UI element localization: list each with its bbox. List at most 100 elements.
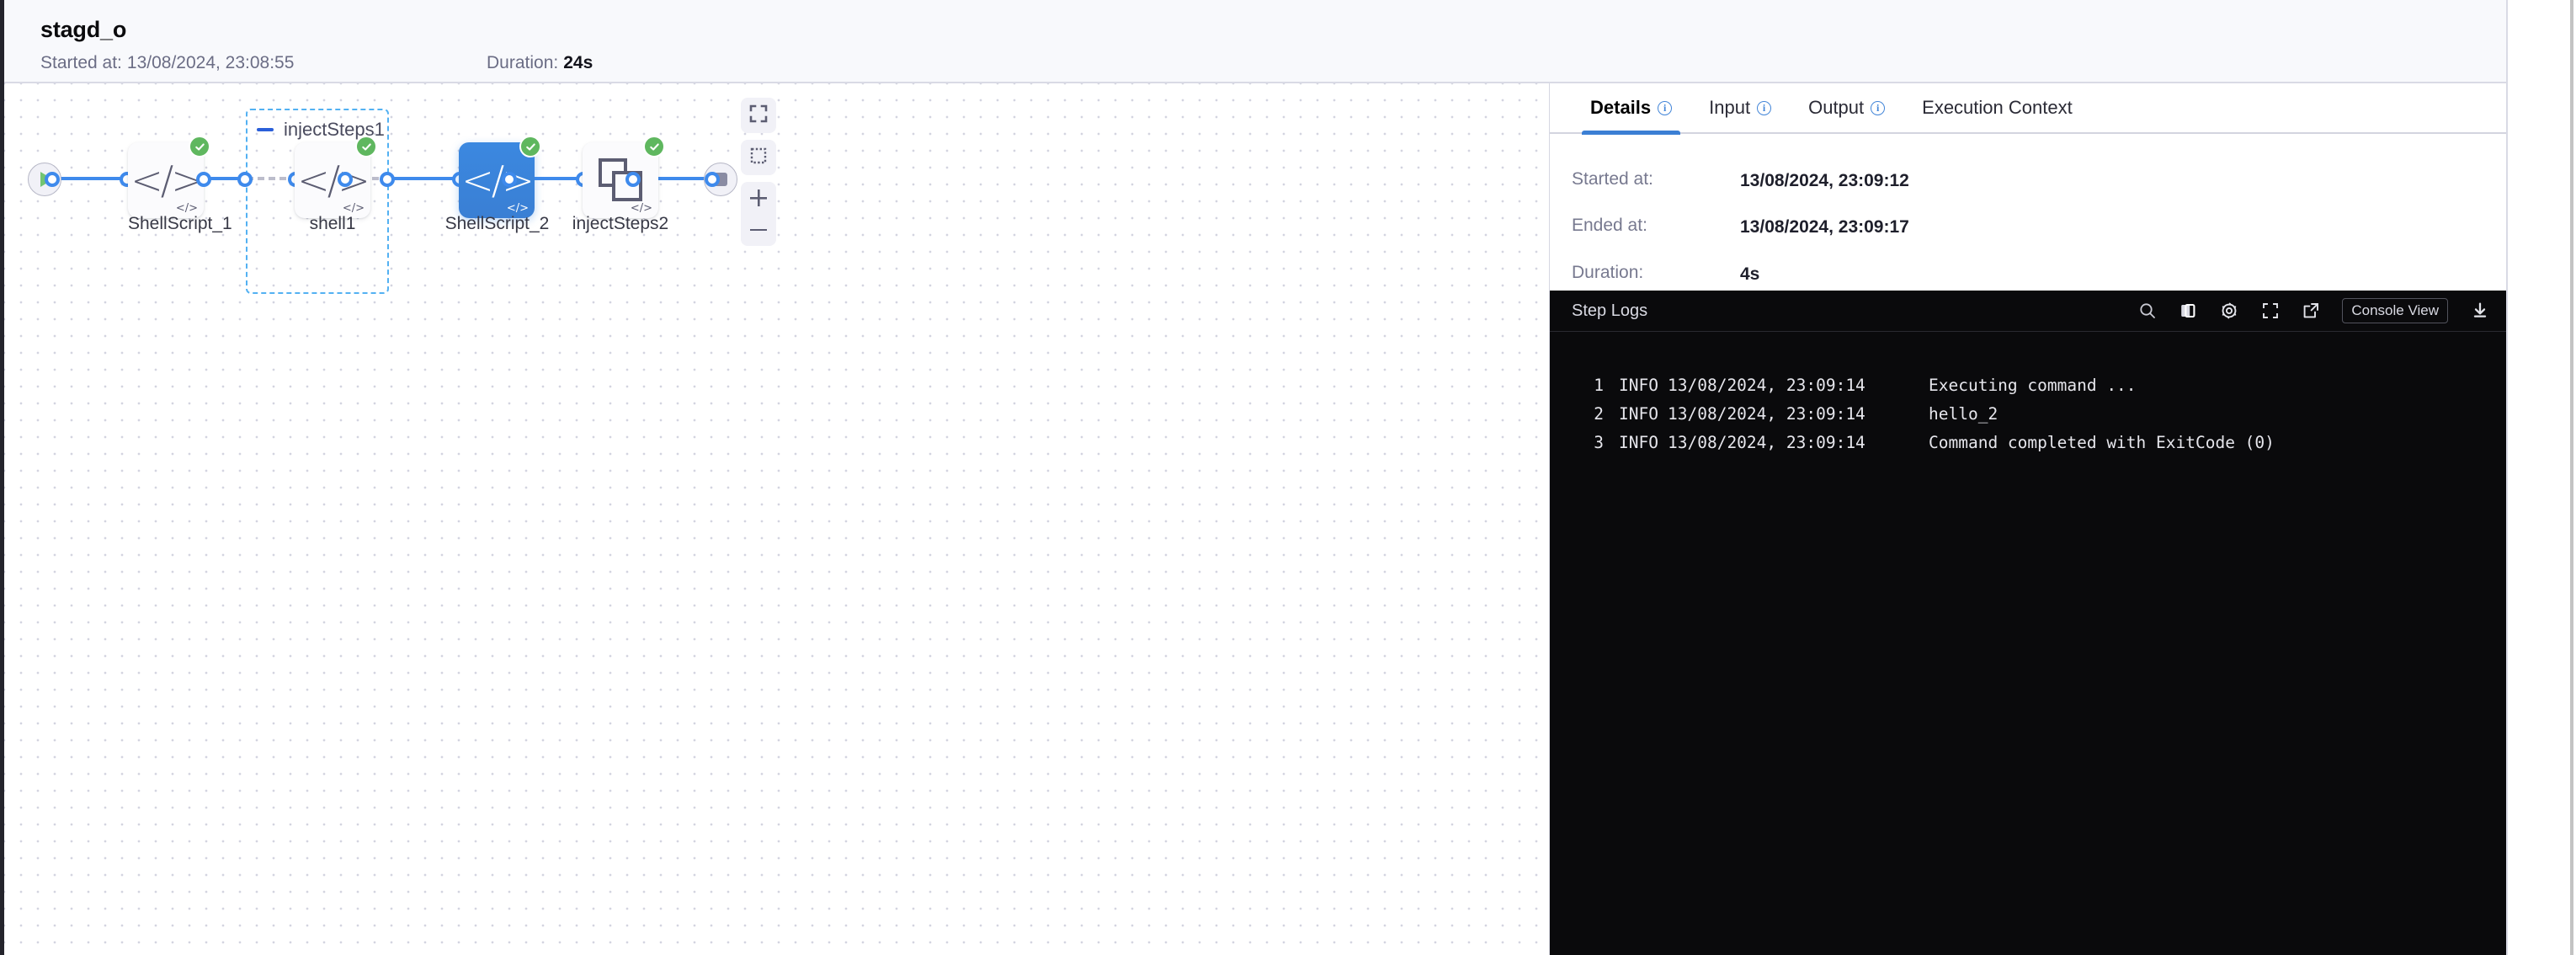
detail-row-ended-at: Ended at: 13/08/2024, 23:09:17: [1572, 216, 2506, 239]
node-injectsteps2[interactable]: </>: [583, 136, 665, 218]
tab-details[interactable]: Details i: [1572, 83, 1690, 135]
detail-row-started-at: Started at: 13/08/2024, 23:09:12: [1572, 169, 2506, 193]
node-shell1[interactable]: </> </>: [295, 136, 377, 218]
edge-group-to-shellscript2: [386, 177, 470, 180]
detail-label-duration: Duration:: [1572, 262, 1644, 282]
status-badge-success: [643, 136, 665, 157]
node-label-shellscript2: ShellScript_2: [444, 214, 550, 233]
log-timestamp: 13/08/2024, 23:09:14: [1668, 433, 1865, 452]
log-line-number: 1: [1594, 376, 1604, 395]
edge-start-to-shellscript1: [51, 177, 143, 180]
fit-to-screen-button[interactable]: [741, 98, 776, 133]
port-shell1-out: [338, 172, 353, 187]
port-group-in: [237, 172, 253, 187]
pipeline-canvas[interactable]: injectSteps1 </> </> ShellScript_1 </> <…: [4, 83, 1549, 955]
edge-injectsteps2-to-end: [629, 177, 713, 180]
tab-execution-context-label: Execution Context: [1922, 97, 2073, 118]
duration-value: 24s: [563, 53, 593, 72]
detail-value-duration: 4s: [1740, 264, 1760, 284]
tab-output-label: Output: [1808, 97, 1865, 118]
code-corner-icon: </>: [630, 202, 652, 215]
info-icon[interactable]: i: [1658, 100, 1673, 115]
started-at-label: Started at:: [40, 53, 122, 72]
window-left-edge: [0, 0, 4, 955]
started-at-meta: Started at: 13/08/2024, 23:08:55: [40, 53, 294, 73]
step-group-header[interactable]: injectSteps1: [257, 119, 385, 141]
node-label-shell1: shell1: [309, 214, 356, 233]
selection-box-button[interactable]: [741, 140, 776, 175]
page-title: stagd_o: [40, 17, 127, 42]
port-shellscript2-out: [502, 172, 517, 187]
tab-output[interactable]: Output i: [1790, 83, 1903, 133]
node-shellscript2[interactable]: </> </>: [459, 136, 541, 218]
step-logs-toolbar: Step Logs: [1550, 291, 2507, 332]
code-corner-icon: </>: [175, 202, 198, 215]
step-logs-tools: Console View: [2138, 298, 2490, 323]
gear-icon[interactable]: [2219, 301, 2239, 321]
log-level: INFO: [1619, 404, 1658, 424]
log-level: INFO: [1619, 433, 1658, 452]
node-label-injectsteps2: injectSteps2: [572, 214, 669, 233]
edge-group-in-dashed: [247, 177, 297, 180]
code-corner-icon: </>: [342, 202, 365, 215]
log-line: 3 INFO 13/08/2024, 23:09:14 Command comp…: [1550, 433, 2507, 461]
log-message: Command completed with ExitCode (0): [1929, 433, 2275, 452]
log-message: hello_2: [1929, 404, 1999, 424]
step-logs-output[interactable]: 1 INFO 13/08/2024, 23:09:14 Executing co…: [1550, 332, 2507, 461]
zoom-controls[interactable]: [741, 182, 776, 246]
detail-label-started-at: Started at:: [1572, 169, 1653, 189]
log-timestamp: 13/08/2024, 23:09:14: [1668, 404, 1865, 424]
port-end-in: [705, 172, 720, 187]
node-shellscript1[interactable]: </> </>: [128, 136, 210, 218]
page-scrollbar[interactable]: [2570, 0, 2573, 955]
external-link-icon[interactable]: [2302, 301, 2320, 320]
zoom-in-button[interactable]: [741, 182, 776, 214]
port-group-out: [380, 172, 395, 187]
collapse-group-icon[interactable]: [257, 128, 274, 131]
status-badge-success: [519, 136, 541, 157]
detail-value-started-at: 13/08/2024, 23:09:12: [1740, 171, 1909, 190]
detail-row-duration: Duration: 4s: [1572, 263, 2506, 286]
code-icon: </>: [461, 157, 535, 203]
detail-tabs: Details i Input i Output i Execution Con…: [1550, 83, 2506, 135]
edge-shellscript2-to-injectsteps2: [508, 177, 583, 180]
step-logs-title: Step Logs: [1572, 301, 1648, 320]
info-icon[interactable]: i: [1757, 100, 1772, 115]
page-right-gutter: [2506, 0, 2576, 955]
step-group-injectsteps1[interactable]: [246, 109, 389, 294]
search-icon[interactable]: [2138, 301, 2157, 320]
download-icon[interactable]: [2470, 301, 2490, 321]
detail-value-ended-at: 13/08/2024, 23:09:17: [1740, 217, 1909, 237]
log-line: 1 INFO 13/08/2024, 23:09:14 Executing co…: [1550, 376, 2507, 404]
fullscreen-icon[interactable]: [2261, 301, 2280, 320]
tab-details-label: Details: [1590, 97, 1652, 118]
port-start-out: [45, 172, 60, 187]
console-view-button[interactable]: Console View: [2342, 298, 2448, 323]
log-line: 2 INFO 13/08/2024, 23:09:14 hello_2: [1550, 404, 2507, 433]
log-line-number: 3: [1594, 433, 1604, 452]
tab-execution-context[interactable]: Execution Context: [1903, 83, 2091, 133]
port-injectsteps2-out: [625, 172, 641, 187]
log-timestamp: 13/08/2024, 23:09:14: [1668, 376, 1865, 395]
tab-input[interactable]: Input i: [1690, 83, 1790, 133]
port-shellscript1-out: [196, 172, 211, 187]
duration-meta: Duration: 24s: [487, 53, 593, 73]
execution-header: stagd_o Started at: 13/08/2024, 23:08:55…: [4, 0, 2506, 83]
zoom-out-button[interactable]: [741, 214, 776, 246]
started-at-value: 13/08/2024, 23:08:55: [126, 53, 295, 72]
log-level: INFO: [1619, 376, 1658, 395]
dashed-rect-icon: [749, 147, 768, 169]
code-icon: </>: [297, 157, 370, 203]
fit-screen-icon: [749, 104, 768, 127]
code-icon: </>: [130, 157, 204, 203]
status-badge-success: [189, 136, 210, 157]
duration-label: Duration:: [487, 53, 559, 72]
step-detail-panel: Details i Input i Output i Execution Con…: [1549, 83, 2507, 955]
log-message: Executing command ...: [1929, 376, 2137, 395]
code-corner-icon: </>: [506, 202, 529, 215]
info-icon[interactable]: i: [1871, 100, 1886, 115]
copy-icon[interactable]: [2179, 301, 2197, 320]
node-label-shellscript1: ShellScript_1: [128, 214, 232, 233]
status-badge-success: [355, 136, 377, 157]
